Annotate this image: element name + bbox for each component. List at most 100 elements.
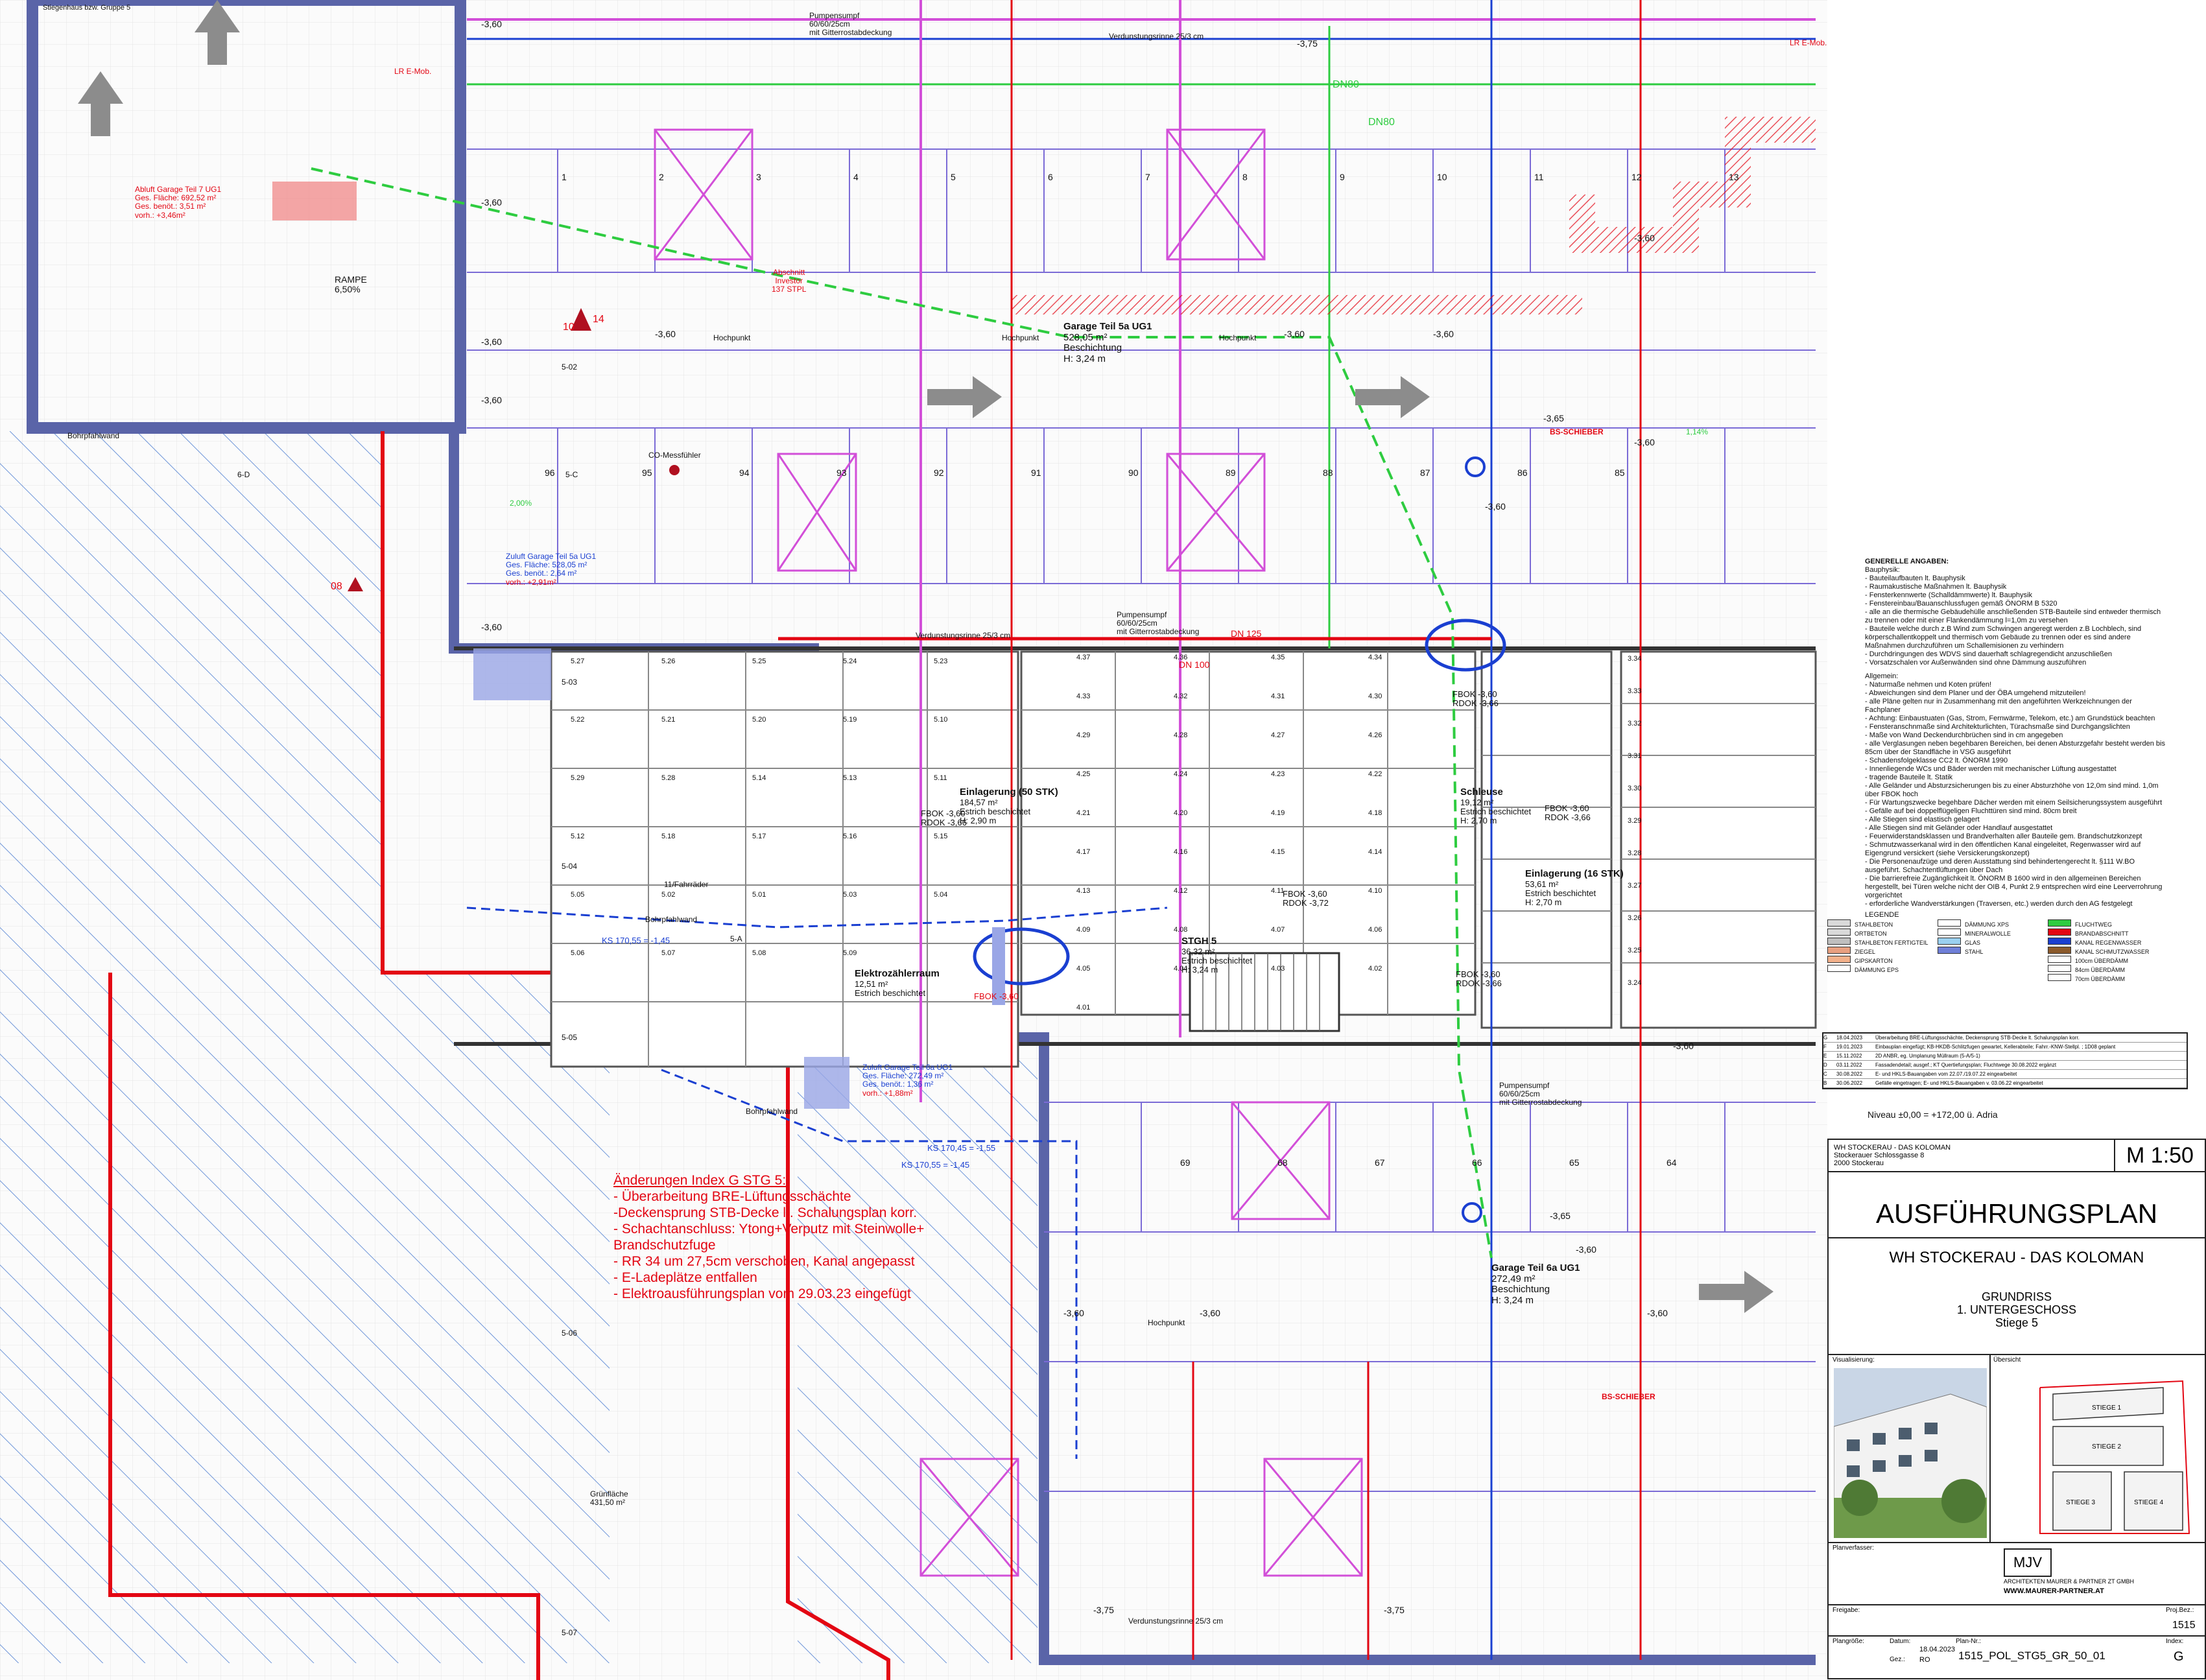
legend-item: ZIEGEL	[1827, 947, 1875, 956]
legend-label: DÄMMUNG EPS	[1855, 967, 1899, 973]
tb-title2: 1. UNTERGESCHOSS	[1956, 1303, 2077, 1316]
storage-unit-number: 5.22	[571, 716, 585, 724]
rdok-1-value: RDOK -3,66	[921, 818, 967, 828]
storage-unit-number: 5.10	[934, 716, 948, 724]
note-line: - Durchdringungen des WDVS sind dauerhaf…	[1865, 650, 2112, 658]
notes-title: GENERELLE ANGABEN:	[1865, 558, 1949, 565]
notes-bauphysik: Bauphysik:	[1865, 566, 1900, 574]
note-line: - Bauteilaufbauten lt. Bauphysik	[1865, 574, 1965, 582]
storage-unit-number: 5.24	[843, 657, 857, 665]
note-line: - erforderliche Wandverstärkungen (Trave…	[1865, 900, 2133, 908]
legend-label: ORTBETON	[1855, 930, 1887, 937]
storage-unit-number: 4.28	[1174, 731, 1188, 739]
parking-space-number: 91	[1031, 467, 1041, 478]
legend-label: KANAL SCHMUTZWASSER	[2075, 949, 2150, 955]
legend-item: STAHLBETON	[1827, 919, 1893, 929]
legend-swatch	[1938, 947, 1961, 954]
wall-ramp	[27, 0, 466, 434]
storage-unit-number: 4.03	[1271, 965, 1285, 973]
storage-unit-number: 3.24	[1628, 979, 1642, 987]
storage-unit-number: 4.08	[1174, 926, 1188, 934]
storage-unit-number: 5.06	[571, 949, 585, 957]
legend-swatch	[1827, 929, 1851, 936]
pumpensumpf-1-size: 60/60/25cm	[809, 19, 850, 29]
tb-plannr-label: Plan-Nr.:	[1956, 1638, 1981, 1645]
note-line: Eigengrund versickert (siehe Versickerun…	[1865, 849, 2030, 857]
legend-swatch	[2048, 965, 2071, 972]
verdunstungsrinne-3: Verdunstungsrinne 25/3 cm	[1128, 1616, 1224, 1626]
note-line: - Innenliegende WCs und Bäder werden mit…	[1865, 765, 2117, 773]
stgh5-height: H: 3,24 m	[1181, 965, 1218, 975]
bohrpfahlwand-2: Bohrpfahlwand	[645, 915, 698, 924]
legend-label: DÄMMUNG XPS	[1965, 921, 2010, 928]
tb-title1: GRUNDRISS	[1981, 1290, 2052, 1303]
storage-unit-number: 5.23	[934, 657, 948, 665]
level-14: -3,60	[1063, 1308, 1084, 1318]
storage-unit-number: 4.22	[1368, 770, 1382, 778]
zuluft-5a-box: Zuluft Garage Teil 5a UG1 Ges. Fläche: 5…	[506, 552, 596, 587]
storage-unit-number: 3.29	[1628, 817, 1642, 825]
revision-date: 19.01.2023	[1836, 1044, 1863, 1050]
legend-label: 100cm ÜBERDÄMM	[2075, 958, 2129, 964]
parking-space-number: 64	[1666, 1157, 1677, 1168]
fahrrader-label: 11/Fahrräder	[664, 880, 709, 889]
tb-visual-label: Visualisierung:	[1832, 1356, 1875, 1364]
changes-item: - E-Ladeplätze entfallen	[613, 1270, 757, 1285]
tb-plangroesse: Plangröße:	[1832, 1638, 1864, 1645]
overview-stiege2: STIEGE 2	[2092, 1443, 2121, 1450]
abschnitt-line2: Investor	[775, 276, 803, 286]
note-line: über FBOK hoch	[1865, 790, 1918, 798]
revision-date: 30.06.2022	[1836, 1080, 1863, 1086]
level-2: -3,60	[481, 197, 502, 207]
legend-swatch	[1827, 956, 1851, 963]
tb-plantype: AUSFÜHRUNGSPLAN	[1875, 1198, 2158, 1229]
legend-label: STAHLBETON	[1855, 921, 1893, 928]
changes-item: - RR 34 um 27,5cm verschoben, Kanal ange…	[613, 1254, 915, 1269]
storage-unit-number: 3.31	[1628, 752, 1642, 760]
tb-rule-2	[1829, 1237, 2205, 1238]
floor-plan-canvas[interactable]: Garage Teil 5a UG1 528,05 m² Beschichtun…	[0, 0, 1829, 1680]
parking-space-number: 67	[1375, 1157, 1385, 1168]
garage-6a-area: 272,49 m²	[1491, 1273, 1536, 1284]
rdok-4-value: RDOK -3,66	[1545, 812, 1591, 823]
rdok-5-value: RDOK -3,66	[1456, 978, 1502, 989]
note-line: körperschallentkoppelt und thermisch vom…	[1865, 633, 2131, 641]
storage-unit-number: 4.17	[1076, 848, 1091, 856]
verdunstungsrinne-2: Verdunstungsrinne 25/3 cm	[916, 631, 1011, 640]
fbok-4-value: FBOK -3,60	[1545, 803, 1589, 813]
storage-unit-number: 4.09	[1076, 926, 1091, 934]
tb-datum: 18.04.2023	[1919, 1646, 1956, 1653]
legend-label: ZIEGEL	[1855, 949, 1876, 955]
zuluft-6a-area: Ges. Fläche: 272,49 m²	[862, 1071, 944, 1081]
note-line: - Fensterkennwerte (Schalldämmwerte) lt.…	[1865, 591, 2032, 599]
pumpensumpf-2-name: Pumpensumpf	[1117, 610, 1167, 619]
level-3: -3,60	[481, 337, 502, 347]
level-5: -3,60	[481, 622, 502, 632]
schleuse-height: H: 2,70 m	[1460, 816, 1497, 826]
note-line: - Alle Stiegen sind elastisch gelagert	[1865, 816, 1980, 823]
level-12: -3,60	[1576, 1244, 1596, 1255]
parking-space-number: 11	[1534, 172, 1544, 182]
storage-unit-number: 4.31	[1271, 692, 1285, 700]
storage-unit-number: 5.14	[752, 774, 766, 782]
schleuse-name: Schleuse	[1460, 787, 1503, 798]
revision-text: E- und HKLS-Bauangaben vom 22.07./19.07.…	[1875, 1071, 2017, 1077]
legend-item: MINERALWOLLE	[1938, 929, 2011, 938]
mark-10: 10	[563, 322, 575, 333]
storage-unit-number: 3.34	[1628, 655, 1642, 663]
title-block: WH STOCKERAU - DAS KOLOMAN Stockerauer S…	[1827, 1139, 2206, 1679]
level-15: -3,60	[1200, 1308, 1220, 1318]
parking-space-number: 4	[853, 172, 859, 182]
parking-space-number: 94	[739, 467, 750, 478]
legend-label: FLUCHTWEG	[2075, 921, 2112, 928]
revision-date: 30.08.2022	[1836, 1071, 1863, 1077]
zuluft-6a-available: vorh.: +1,88m²	[862, 1088, 913, 1098]
note-line: - Maße von Wand Deckendurchbrüchen sind …	[1865, 731, 2063, 739]
storage-unit-number: 4.04	[1174, 965, 1188, 973]
legend-label: STAHLBETON FERTIGTEIL	[1855, 940, 1928, 946]
note-line: hergestellt, bei Türen welche nicht der …	[1865, 883, 2163, 891]
note-line: - Gefälle auf bei doppelflügeligen Fluch…	[1865, 807, 2077, 815]
